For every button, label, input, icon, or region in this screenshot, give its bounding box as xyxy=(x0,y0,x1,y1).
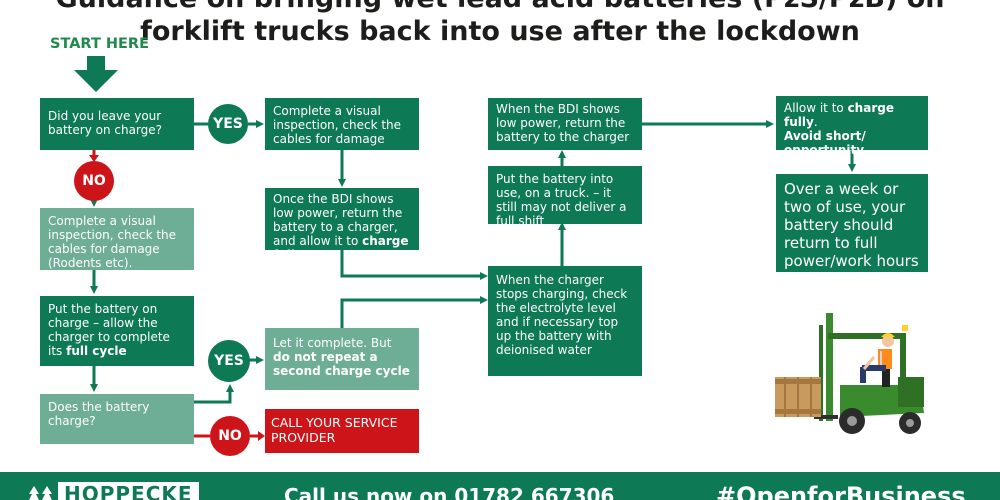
brand-logo: HOPPECKE xyxy=(28,482,199,500)
start-arrow-icon xyxy=(74,56,118,92)
yes-badge-1: YES xyxy=(208,104,248,144)
battery-on-charge-question: Did you leave your battery on charge? xyxy=(40,98,194,150)
charger-stops-box: When the charger stops charging, check t… xyxy=(488,266,642,376)
start-here-label: START HERE xyxy=(50,36,149,52)
let-complete-text: Let it complete. But xyxy=(273,336,392,350)
brand-name: HOPPECKE xyxy=(58,482,199,500)
put-battery-on-charge-box: Put the battery on charge – allow the ch… xyxy=(40,296,194,366)
does-battery-charge-question: Does the battery charge? xyxy=(40,394,194,444)
visual-inspection-box: Complete a visual inspection, check the … xyxy=(265,98,419,150)
tree-logo-icon xyxy=(29,486,52,500)
hashtag-text: #OpenforBusiness xyxy=(716,482,966,500)
no-badge-2: NO xyxy=(210,416,250,456)
put-into-use-box: Put the battery into use, on a truck. – … xyxy=(488,166,642,228)
over-a-week-box: Over a week or two of use, your battery … xyxy=(776,174,928,272)
title-line-2: forklift trucks back into use after the … xyxy=(140,16,860,47)
bdi-return-charger-box: When the BDI shows low power, return the… xyxy=(488,98,642,150)
bdi-text: Once the BDI shows low power, return the… xyxy=(273,192,403,248)
allow-charge-fully-box: Allow it to charge fully. Avoid short/ o… xyxy=(776,96,928,171)
bdi-low-power-box: Once the BDI shows low power, return the… xyxy=(265,188,419,262)
call-us-text: Call us now on 01782 667306 xyxy=(284,484,615,500)
avoid-short-charging: Avoid short/ opportunity charging xyxy=(784,129,866,171)
allow-bold: charge fully xyxy=(784,101,894,129)
allow-period: . xyxy=(813,115,818,129)
put-charge-bold: full cycle xyxy=(66,344,127,358)
let-it-complete-box: Let it complete. But do not repeat a sec… xyxy=(265,328,419,390)
no-badge-1: NO xyxy=(74,161,114,201)
call-service-provider-box: CALL YOUR SERVICE PROVIDER xyxy=(265,409,419,453)
footer-bar: HOPPECKE Call us now on 01782 667306 #Op… xyxy=(0,472,1000,500)
bdi-bold: charge fully xyxy=(273,234,409,262)
put-charge-text: Put the battery on charge – allow the ch… xyxy=(48,302,170,358)
forklift-illustration-icon xyxy=(775,313,924,434)
let-complete-bold: do not repeat a second charge cycle xyxy=(273,350,410,378)
visual-inspection-rodents-box: Complete a visual inspection, check the … xyxy=(40,208,194,270)
title-line-1: Guidance on bringing wet lead acid batte… xyxy=(0,0,1000,15)
allow-text: Allow it to xyxy=(784,101,848,115)
yes-badge-2: YES xyxy=(208,340,250,382)
